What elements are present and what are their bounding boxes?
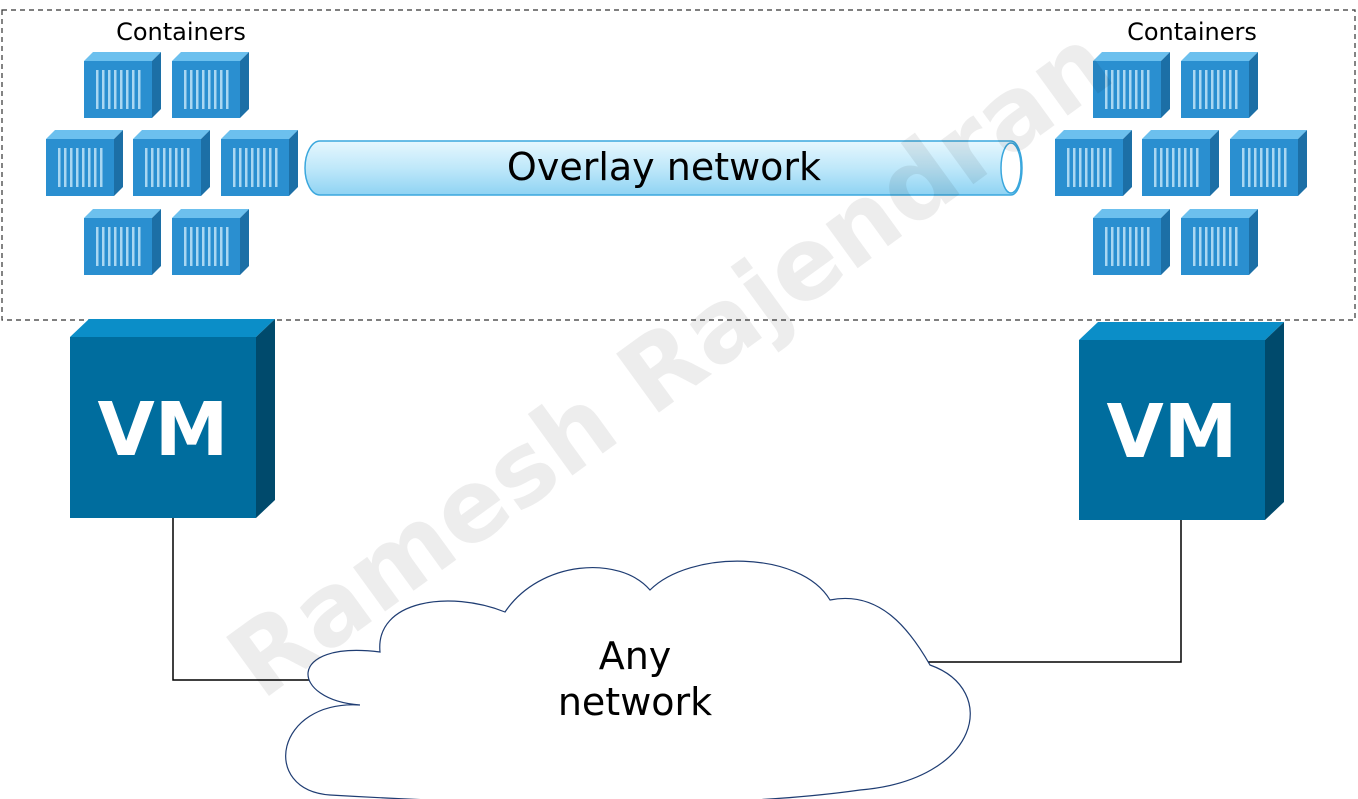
container-icon (46, 130, 123, 196)
left-containers-label: Containers (116, 18, 246, 46)
cloud-shape (285, 560, 971, 799)
container-icon (1181, 52, 1258, 118)
right-vm-label: VM (1107, 389, 1238, 475)
container-icon (133, 130, 210, 196)
container-layer-boundary (1, 9, 1356, 321)
container-icon (172, 209, 249, 275)
container-icon (1181, 209, 1258, 275)
container-icon (1093, 52, 1170, 118)
right-vm-box: VM (1079, 322, 1284, 520)
left-vm-box: VM (70, 319, 275, 518)
container-icon (1093, 209, 1170, 275)
container-icon (172, 52, 249, 118)
container-icon (1142, 130, 1219, 196)
container-icon (1230, 130, 1307, 196)
right-vm-link-line (928, 520, 1182, 663)
overlay-network-label: Overlay network (507, 145, 821, 189)
right-container-cluster (1055, 52, 1307, 275)
right-containers-label: Containers (1127, 18, 1257, 46)
overlay-network-tube (304, 140, 1023, 196)
container-icon (1055, 130, 1132, 196)
container-icon (221, 130, 298, 196)
tube-end-icon (1000, 142, 1022, 194)
cloud-label-line2: network (558, 680, 712, 724)
left-vm-label: VM (98, 387, 229, 473)
container-icon (84, 209, 161, 275)
container-icon (84, 52, 161, 118)
left-container-cluster (46, 52, 298, 275)
cloud-label-line1: Any (599, 634, 672, 678)
